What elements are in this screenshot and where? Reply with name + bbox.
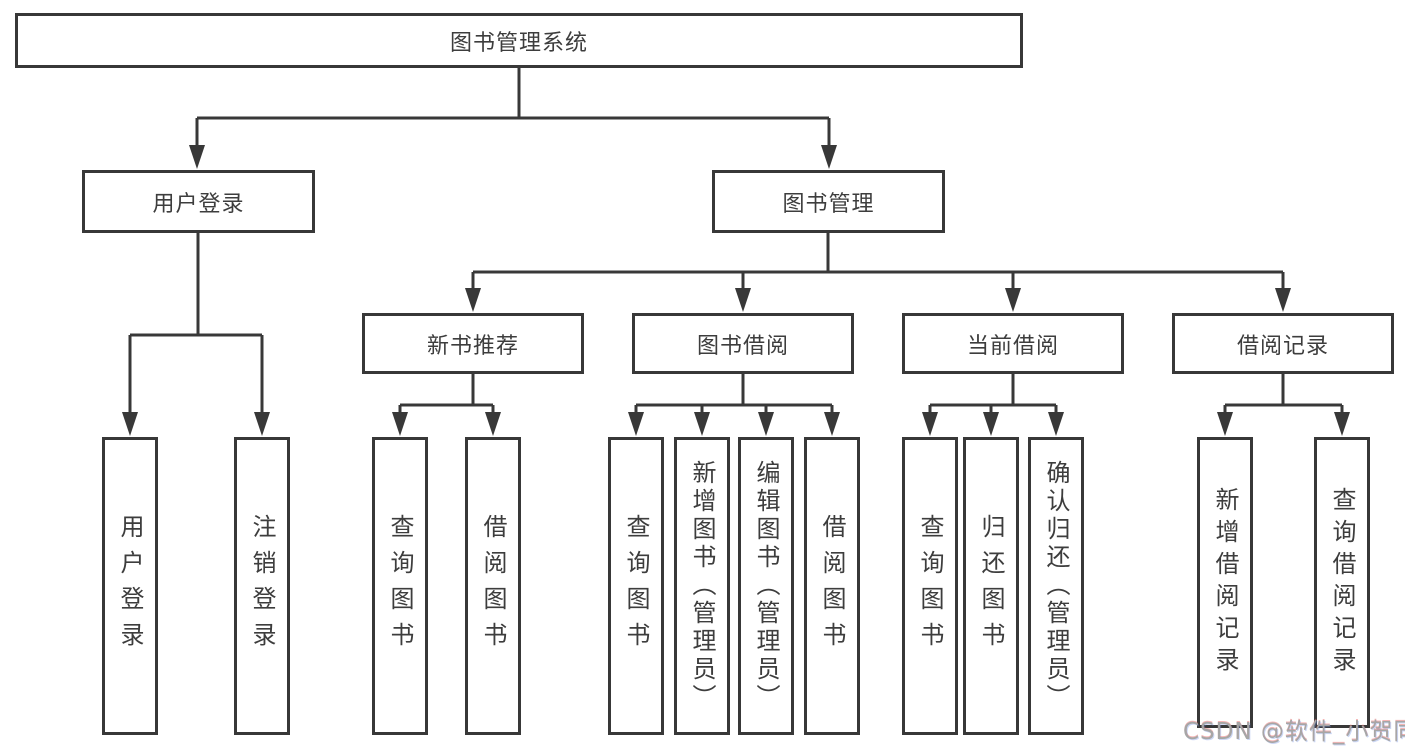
leaf-edit-book-admin: 编辑图书（管理员）: [738, 437, 794, 735]
leaf-return-book: 归还图书: [963, 437, 1019, 735]
leaf-borrow-book: 借阅图书: [804, 437, 860, 735]
leaf-borrow-query-book: 查询图书: [608, 437, 664, 735]
leaf-label: 借阅图书: [818, 514, 846, 658]
node-library-management-system: 图书管理系统: [15, 13, 1023, 68]
node-book-management: 图书管理: [712, 170, 945, 233]
leaf-current-query-book: 查询图书: [902, 437, 958, 735]
node-label: 借阅记录: [1236, 333, 1329, 359]
leaf-user-login: 用户登录: [102, 437, 158, 735]
leaf-label: 新增借阅记录: [1211, 486, 1239, 679]
leaf-label: 借阅图书: [479, 514, 507, 658]
leaf-confirm-return-admin: 确认归还（管理员）: [1028, 437, 1084, 735]
node-book-borrow: 图书借阅: [632, 313, 854, 374]
node-label: 图书管理系统: [449, 30, 588, 56]
leaf-label: 归还图书: [977, 514, 1005, 658]
leaf-label: 编辑图书（管理员）: [752, 460, 780, 712]
leaf-label: 注销登录: [248, 514, 276, 658]
node-current-borrow: 当前借阅: [902, 313, 1124, 374]
node-label: 用户登录: [152, 191, 245, 217]
node-new-book-recommend: 新书推荐: [362, 313, 584, 374]
node-label: 当前借阅: [966, 333, 1059, 359]
leaf-add-borrow-record: 新增借阅记录: [1197, 437, 1253, 728]
node-label: 图书管理: [782, 191, 875, 217]
leaf-recommend-borrow-book: 借阅图书: [465, 437, 521, 735]
leaf-label: 确认归还（管理员）: [1042, 460, 1070, 712]
leaf-label: 用户登录: [116, 514, 144, 658]
csdn-watermark: CSDN @软件_小贺同学: [1183, 719, 1405, 745]
node-label: 图书借阅: [696, 333, 789, 359]
node-label: 新书推荐: [426, 333, 519, 359]
leaf-query-borrow-record: 查询借阅记录: [1314, 437, 1370, 728]
leaf-label: 查询图书: [386, 514, 414, 658]
leaf-add-book-admin: 新增图书（管理员）: [674, 437, 730, 735]
leaf-recommend-query-book: 查询图书: [372, 437, 428, 735]
node-user-login: 用户登录: [82, 170, 315, 233]
leaf-logout: 注销登录: [234, 437, 290, 735]
leaf-label: 查询借阅记录: [1328, 486, 1356, 679]
node-borrow-records: 借阅记录: [1172, 313, 1394, 374]
leaf-label: 查询图书: [916, 514, 944, 658]
leaf-label: 新增图书（管理员）: [688, 460, 716, 712]
leaf-label: 查询图书: [622, 514, 650, 658]
